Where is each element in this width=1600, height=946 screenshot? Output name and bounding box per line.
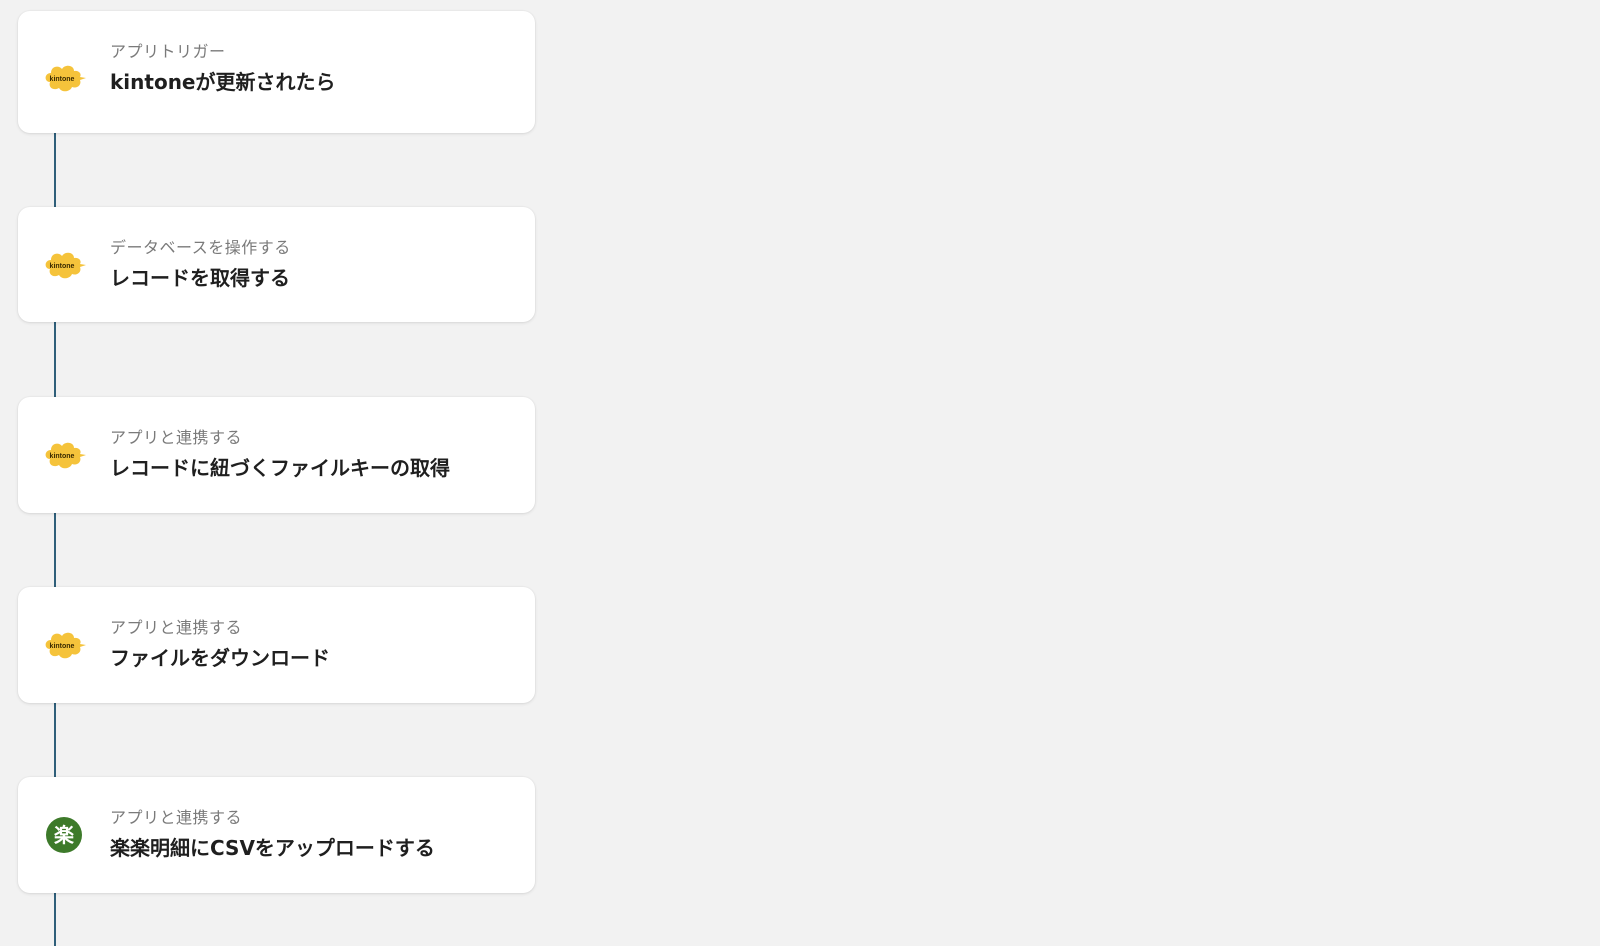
step-title: kintoneが更新されたら bbox=[110, 70, 336, 94]
flow-step-card-5[interactable]: 楽 アプリと連携する 楽楽明細にCSVをアップロードする bbox=[18, 777, 535, 893]
step-title: ファイルをダウンロード bbox=[110, 646, 330, 670]
step-title: レコードを取得する bbox=[110, 266, 290, 290]
rakuraku-icon-label: 楽 bbox=[54, 823, 75, 847]
flow-step-card-2[interactable]: kintone データベースを操作する レコードを取得する bbox=[18, 207, 535, 322]
step-category: アプリと連携する bbox=[110, 428, 243, 447]
kintone-icon: kintone bbox=[42, 437, 86, 477]
flow-connector bbox=[54, 133, 56, 207]
step-category: データベースを操作する bbox=[110, 238, 291, 257]
step-category: アプリと連携する bbox=[110, 808, 243, 827]
rakuraku-icon: 楽 bbox=[42, 815, 86, 855]
workflow-canvas: kintone アプリトリガー kintoneが更新されたら kintone デ… bbox=[0, 0, 600, 946]
kintone-icon-label: kintone bbox=[50, 76, 75, 83]
step-category: アプリトリガー bbox=[110, 42, 226, 61]
step-category: アプリと連携する bbox=[110, 618, 243, 637]
kintone-icon: kintone bbox=[42, 247, 86, 287]
flow-connector bbox=[54, 322, 56, 397]
kintone-icon-label: kintone bbox=[50, 263, 75, 270]
kintone-icon: kintone bbox=[42, 60, 86, 100]
kintone-icon: kintone bbox=[42, 627, 86, 667]
flow-step-card-4[interactable]: kintone アプリと連携する ファイルをダウンロード bbox=[18, 587, 535, 703]
flow-connector bbox=[54, 703, 56, 777]
flow-connector bbox=[54, 513, 56, 587]
step-title: レコードに紐づくファイルキーの取得 bbox=[110, 456, 450, 480]
kintone-icon-label: kintone bbox=[50, 643, 75, 650]
flow-connector bbox=[54, 893, 56, 946]
flow-step-card-1[interactable]: kintone アプリトリガー kintoneが更新されたら bbox=[18, 11, 535, 133]
kintone-icon-label: kintone bbox=[50, 453, 75, 460]
step-title: 楽楽明細にCSVをアップロードする bbox=[110, 836, 435, 860]
flow-step-card-3[interactable]: kintone アプリと連携する レコードに紐づくファイルキーの取得 bbox=[18, 397, 535, 513]
